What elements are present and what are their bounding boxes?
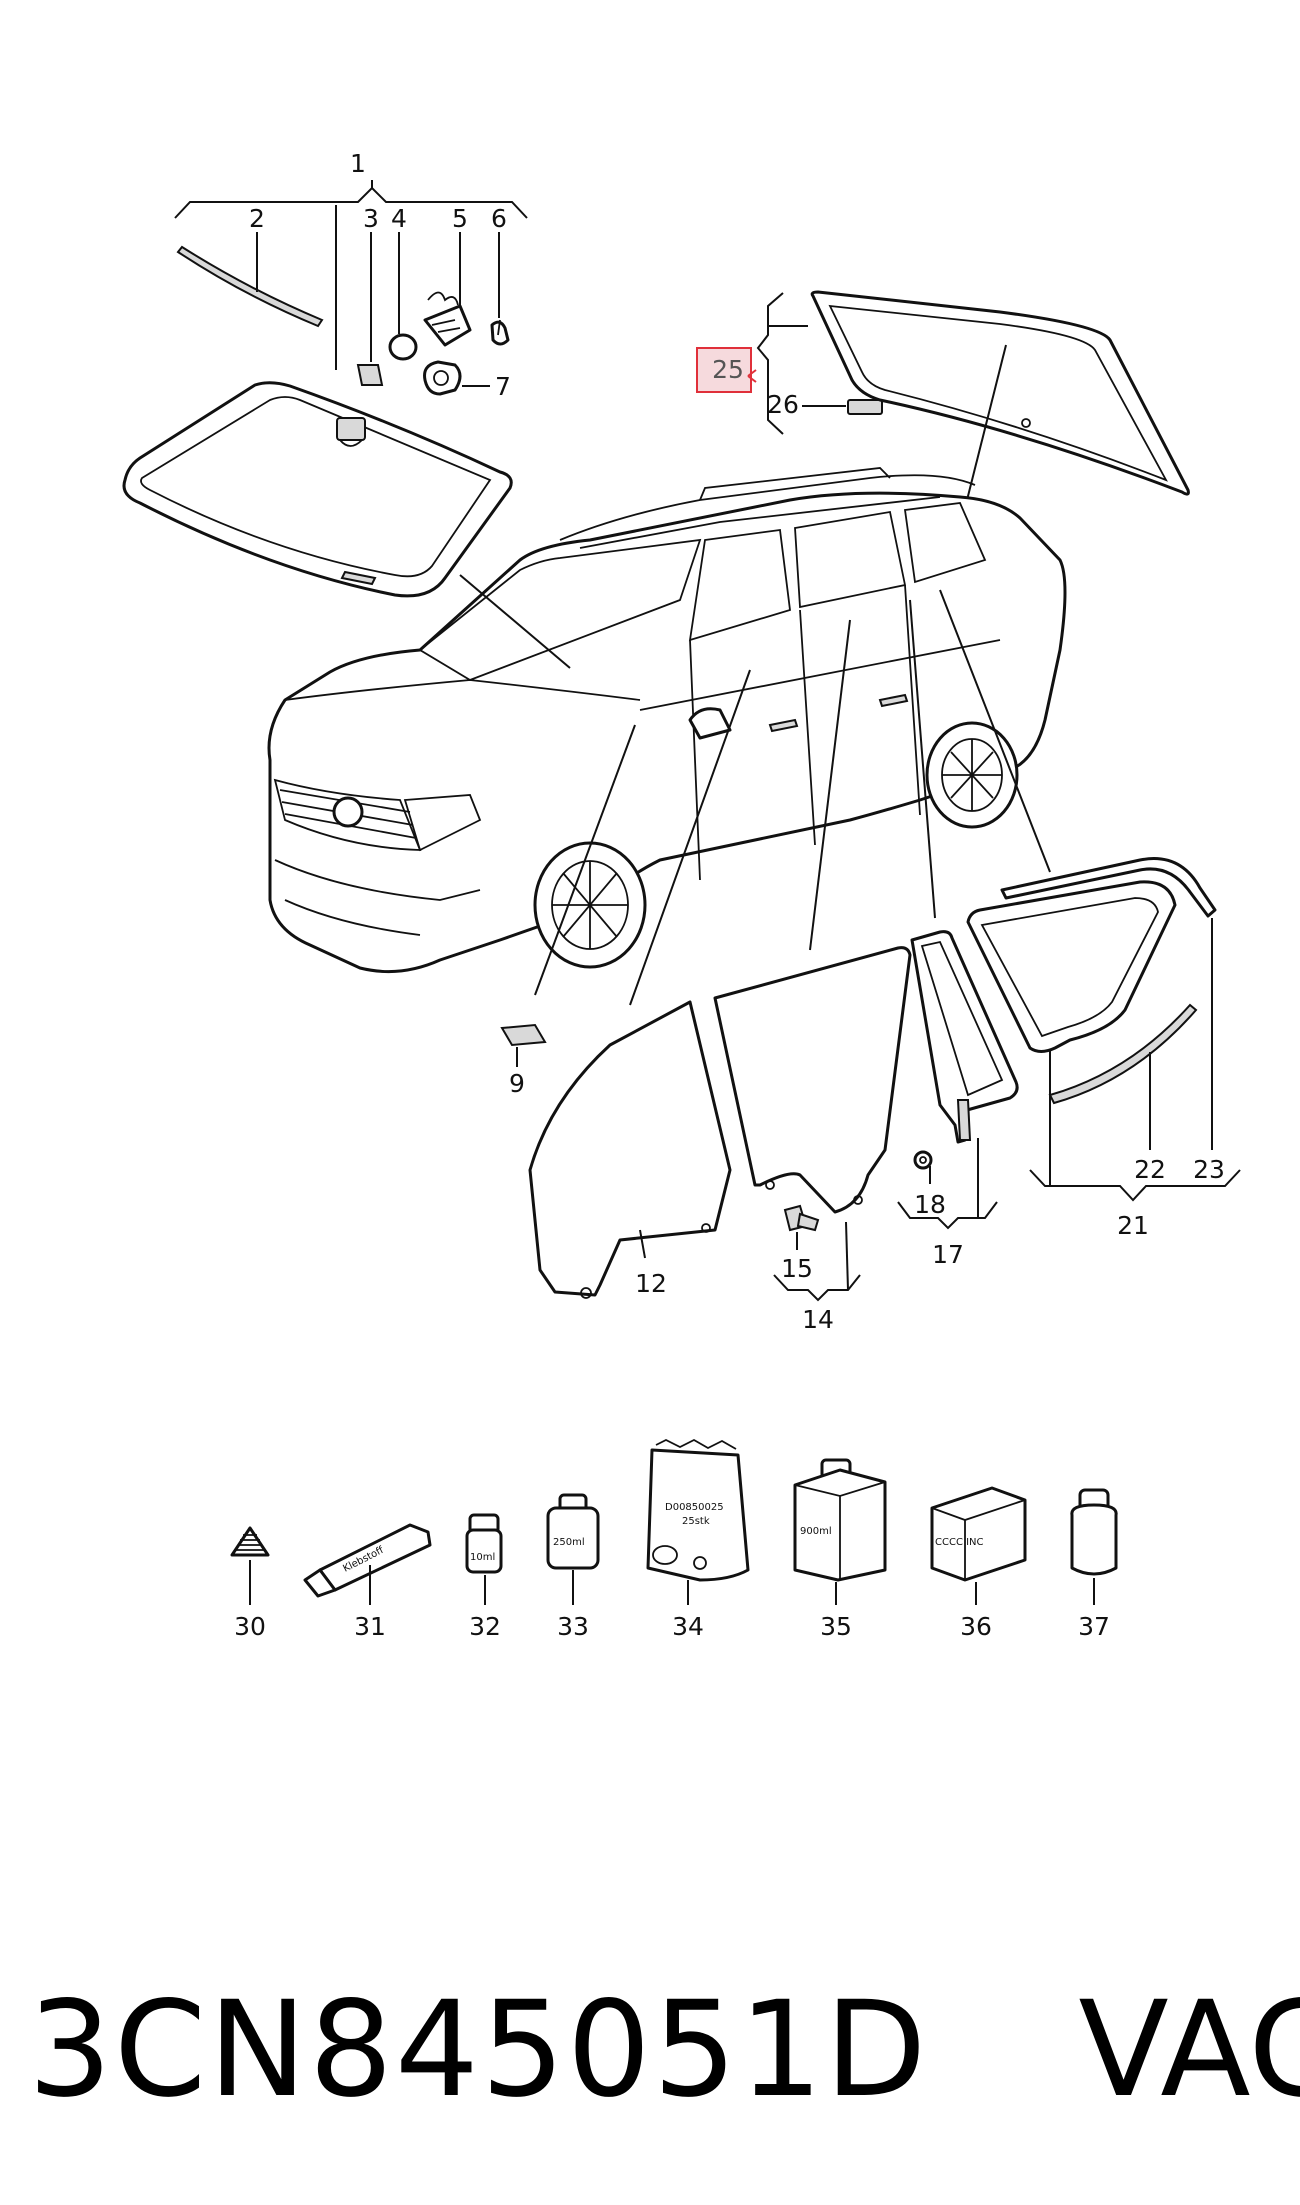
group-21-bracket: 21 <box>1029 1050 1241 1240</box>
callout-22: 22 <box>1134 1155 1166 1184</box>
callout-9: 9 <box>509 1069 525 1098</box>
callout-25: 25 <box>712 355 744 384</box>
can-label: 250ml <box>553 1537 585 1548</box>
callout-34: 34 <box>672 1612 704 1641</box>
callout-23: 23 <box>1193 1155 1225 1184</box>
part-36-carton: CCCC INC 36 <box>930 1486 1027 1641</box>
callout-37: 37 <box>1078 1612 1110 1641</box>
bottle-small-label: 10ml <box>470 1552 495 1563</box>
part-33-can: 250ml 33 <box>546 1493 600 1641</box>
vehicle-illustration <box>267 467 1067 974</box>
callout-5: 5 <box>452 204 468 233</box>
callout-18: 18 <box>914 1190 946 1219</box>
callout-26: 26 <box>767 390 799 419</box>
part-37-bottle: 37 <box>1070 1488 1118 1641</box>
caption-bar: 3CN845051D VAG <box>28 1960 1300 2140</box>
callout-25-highlight <box>696 347 752 393</box>
callout-31: 31 <box>354 1612 386 1641</box>
part-7-sensor: 7 <box>423 360 511 401</box>
part-31-adhesive-tube: Klebstoff 31 <box>303 1523 432 1641</box>
callout-6: 6 <box>491 204 507 233</box>
part-4-pad: 4 <box>388 204 418 361</box>
part-17-quarter-glass <box>910 930 1019 1144</box>
group-14-bracket: 14 <box>773 1221 861 1334</box>
bag-sub-label: 25stk <box>682 1516 710 1527</box>
part-14-rear-door-glass <box>713 946 912 1214</box>
part-32-small-bottle: 10ml 32 <box>465 1513 503 1641</box>
callout-30: 30 <box>234 1612 266 1641</box>
part-6-clip: 6 <box>490 204 510 346</box>
part-12-front-door-glass: 12 <box>528 1000 732 1299</box>
part-18-nut: 18 <box>913 1150 946 1219</box>
windshield <box>122 205 513 598</box>
part-3-clip: 3 <box>356 204 384 386</box>
part-34-bag: D00850025 25stk 34 <box>646 1438 750 1641</box>
callout-35: 35 <box>820 1612 852 1641</box>
carton-label: CCCC INC <box>935 1537 984 1548</box>
part-23-strip: 23 <box>1193 918 1225 1184</box>
callout-36: 36 <box>960 1612 992 1641</box>
part-15-bolt: 15 <box>781 1204 820 1283</box>
bag-code-label: D00850025 <box>665 1502 724 1513</box>
part-21-rear-quarter-window <box>966 857 1217 1105</box>
rear-window-group: 25 26 <box>696 290 1190 521</box>
callout-14: 14 <box>802 1305 834 1334</box>
part-5-sensor-bracket: 5 <box>423 204 472 347</box>
callout-3: 3 <box>363 204 379 233</box>
part-35-canister: 900ml 35 <box>793 1458 887 1641</box>
callout-4: 4 <box>391 204 407 233</box>
callout-12: 12 <box>635 1269 667 1298</box>
part-9-clip: 9 <box>500 1023 547 1098</box>
group-1-bracket: 1 <box>174 149 528 219</box>
group-17-bracket: 17 <box>897 1138 998 1269</box>
callout-15: 15 <box>781 1254 813 1283</box>
box-label: 900ml <box>800 1526 832 1537</box>
callout-32: 32 <box>469 1612 501 1641</box>
callout-21: 21 <box>1117 1211 1149 1240</box>
callout-2: 2 <box>249 204 265 233</box>
part-30-sealing-cord: 30 <box>230 1526 270 1641</box>
callout-33: 33 <box>557 1612 589 1641</box>
part-number: 3CN845051D <box>28 1973 929 2127</box>
part-22-strip: 22 <box>1134 1052 1166 1184</box>
part-2-trim-strip: 2 <box>176 204 324 328</box>
callout-7: 7 <box>495 372 511 401</box>
callout-17: 17 <box>932 1240 964 1269</box>
callout-1: 1 <box>350 149 366 178</box>
brand-name: VAG <box>1078 1973 1300 2127</box>
parts-diagram: 1 2 3 4 5 6 <box>122 149 1241 1641</box>
